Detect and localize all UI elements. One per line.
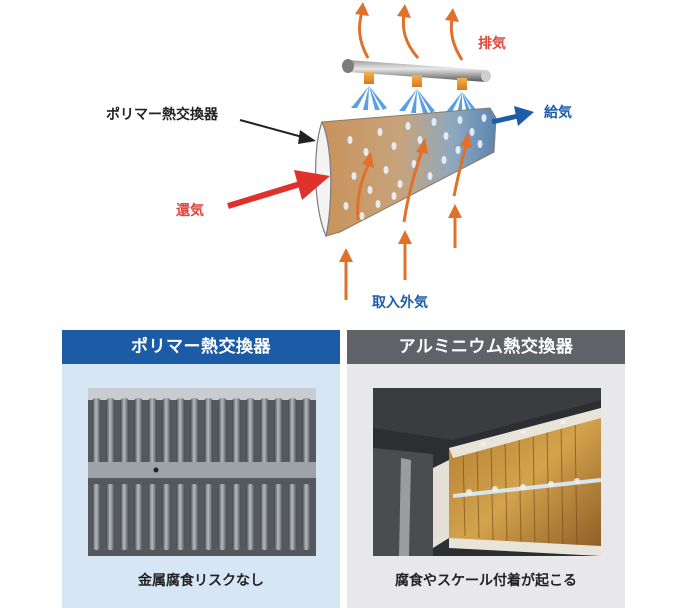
aluminum-panel: アルミニウム熱交換器 xyxy=(347,330,625,608)
spray-pipe xyxy=(342,59,491,82)
intake-air-label: 取入外気 xyxy=(372,295,428,311)
exchanger-core xyxy=(315,107,497,238)
aluminum-panel-title: アルミニウム熱交換器 xyxy=(347,330,625,364)
polymer-panel: ポリマー熱交換器 xyxy=(62,330,340,608)
aluminum-photo-svg xyxy=(373,388,602,556)
intake-arrowheads xyxy=(339,132,472,262)
polymer-label-leader xyxy=(239,119,316,144)
exhaust-arrows xyxy=(355,2,464,61)
aluminum-photo xyxy=(373,388,602,556)
return-air-arrow xyxy=(227,170,330,209)
polymer-caption: 金属腐食リスクなし xyxy=(138,573,264,589)
exhaust-label: 排気 xyxy=(478,36,506,52)
spray-nozzles xyxy=(351,72,478,114)
polymer-exchanger-label: ポリマー熱交換器 xyxy=(106,107,218,123)
return-air-label: 還気 xyxy=(176,203,204,219)
diagram-svg xyxy=(227,2,534,300)
polymer-photo-svg xyxy=(88,388,316,556)
aluminum-caption: 腐食やスケール付着が起こる xyxy=(395,573,577,589)
polymer-photo xyxy=(88,388,316,556)
intake-arrows xyxy=(344,144,468,300)
supply-air-label: 給気 xyxy=(544,105,572,121)
heat-exchanger-diagram: ポリマー熱交換器 排気 給気 還気 取入外気 xyxy=(106,2,572,311)
supply-air-arrow xyxy=(491,106,534,126)
polymer-panel-title: ポリマー熱交換器 xyxy=(62,330,340,364)
